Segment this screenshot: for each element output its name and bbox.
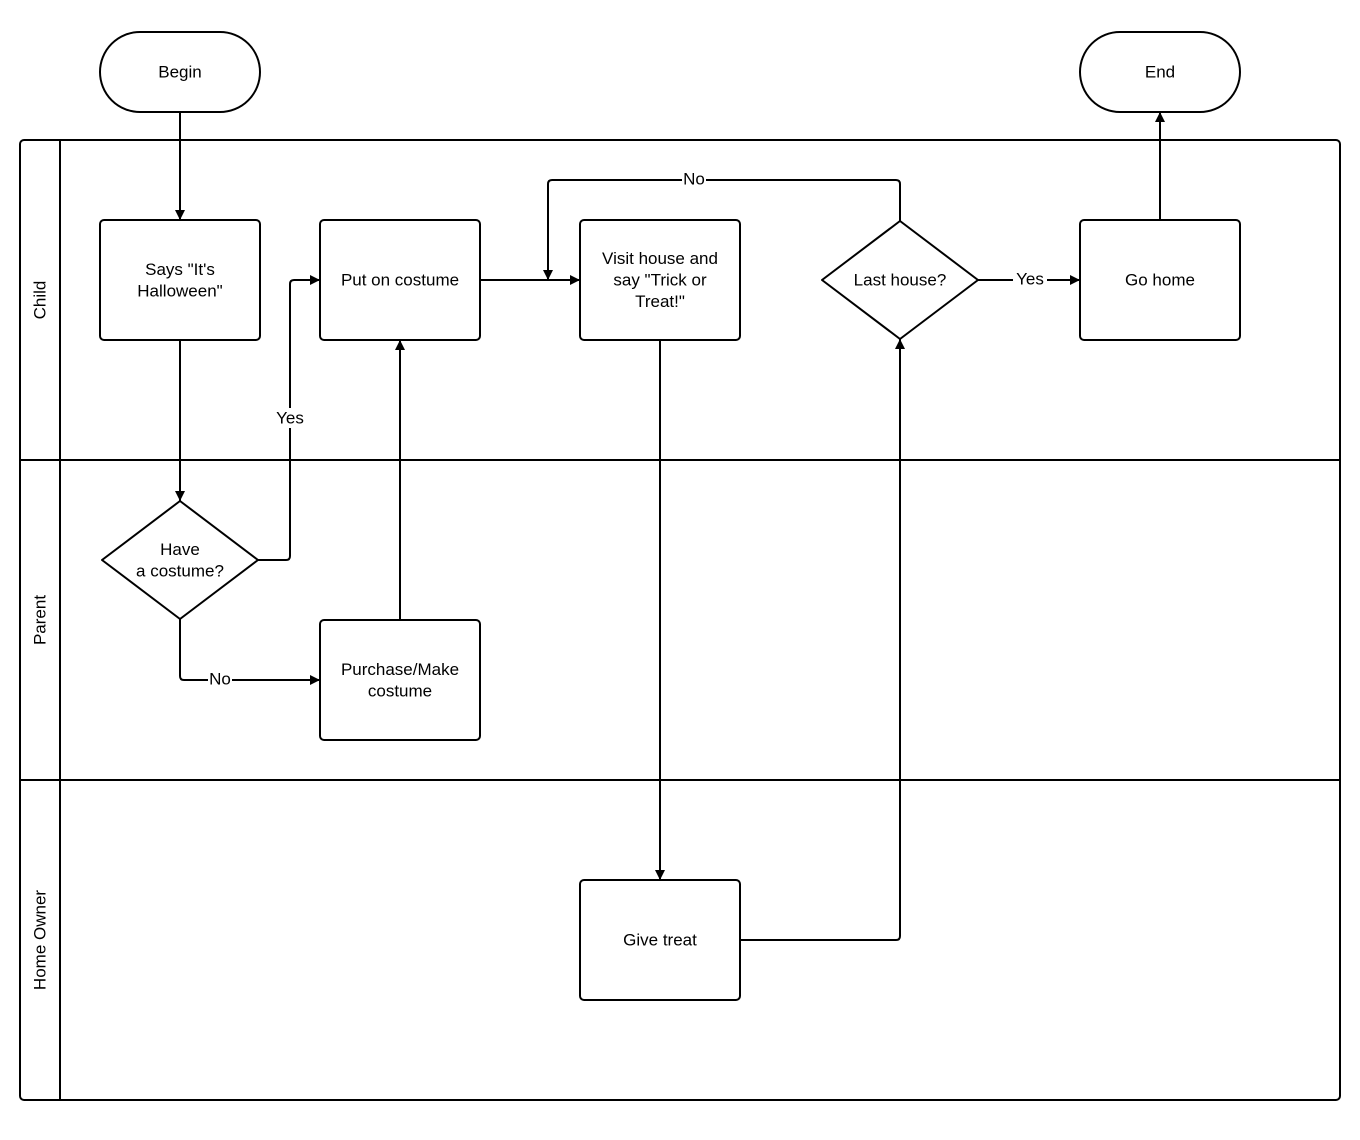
process-box [319, 219, 481, 341]
node-label-line: Visit house and [602, 249, 718, 268]
lane-label-child: Child [31, 281, 50, 320]
process-box [579, 219, 741, 341]
connector-last-visit [543, 179, 901, 280]
node-label-line: Says "It's [145, 260, 215, 279]
node-label-line: Purchase/Make [341, 660, 459, 679]
process-box [319, 619, 481, 741]
node-label-line: say "Trick or [613, 271, 707, 290]
node-last-house: Last house? [821, 220, 979, 340]
node-label-line: Last house? [854, 271, 947, 290]
decision-diamond [821, 220, 979, 340]
node-visit: Visit house and say "Trick or Treat!" [579, 219, 741, 341]
node-label-line: Treat!" [635, 292, 685, 311]
connector-label-bg [1013, 269, 1047, 289]
node-label-line: Put on costume [341, 271, 459, 290]
connector-label-bg [208, 669, 232, 689]
node-label-line: Have [160, 540, 200, 559]
node-label-line: Give treat [623, 931, 697, 950]
connector-give-last [738, 339, 905, 941]
node-label-line: Halloween" [137, 281, 222, 300]
connector-label-bg [682, 169, 706, 189]
node-give-treat: Give treat [579, 879, 741, 1001]
node-label-line: End [1145, 63, 1175, 82]
node-begin: Begin [99, 31, 261, 113]
swimlane-frame [19, 139, 1341, 1101]
node-go-home: Go home [1079, 219, 1241, 341]
node-have-costume: Have a costume? [101, 500, 259, 620]
terminal-shape [1079, 31, 1241, 113]
terminal-shape [99, 31, 261, 113]
connector-label-yes-text: Yes [276, 409, 304, 428]
node-purchase: Purchase/Make costume [319, 619, 481, 741]
connectors [175, 112, 1165, 941]
connector-label-no-text: No [209, 670, 231, 689]
process-box [579, 879, 741, 1001]
lane-label-parent: Parent [31, 595, 50, 645]
connector-label-yes-text: Yes [1016, 270, 1044, 289]
node-end: End [1079, 31, 1241, 113]
node-label-line: a costume? [136, 561, 224, 580]
node-label-line: Go home [1125, 271, 1195, 290]
node-label-line: Begin [158, 63, 201, 82]
node-label-line: costume [368, 681, 432, 700]
process-box [1079, 219, 1241, 341]
decision-diamond [101, 500, 259, 620]
connector-label-bg [273, 408, 307, 428]
connector-label-no-text: No [683, 170, 705, 189]
connector-have-purchase [179, 619, 320, 685]
lane-label-home-owner: Home Owner [31, 890, 50, 990]
process-box [99, 219, 261, 341]
node-put-on: Put on costume [319, 219, 481, 341]
